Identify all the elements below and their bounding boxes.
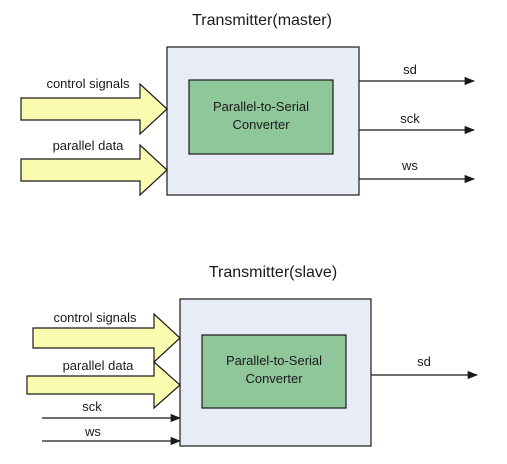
master-parallel-data-arrow (20, 143, 168, 197)
slave-sd-label: sd (417, 354, 431, 369)
slave-sck-label: sck (82, 399, 102, 414)
slave-section: Transmitter(slave) Parallel-to-Serial Co… (26, 264, 479, 447)
master-converter-line2: Converter (232, 117, 290, 132)
slave-converter-box (201, 334, 347, 409)
slave-title: Transmitter(slave) (209, 264, 337, 281)
master-sd-label: sd (403, 62, 417, 77)
master-title: Transmitter(master) (192, 12, 332, 29)
slave-converter-line1: Parallel-to-Serial (226, 353, 322, 368)
master-control-signals-label: control signals (46, 76, 130, 91)
slave-parallel-data-arrow (26, 360, 181, 410)
master-converter-line1: Parallel-to-Serial (213, 99, 309, 114)
master-section: Transmitter(master) Parallel-to-Serial C… (20, 12, 476, 197)
slave-control-signals-arrow (32, 312, 181, 364)
master-converter-box (188, 79, 334, 155)
slave-converter-line2: Converter (245, 371, 303, 386)
master-sck-label: sck (400, 111, 420, 126)
master-parallel-data-label: parallel data (53, 138, 125, 153)
slave-ws-label: ws (84, 424, 101, 439)
master-ws-label: ws (401, 158, 418, 173)
master-control-signals-arrow (20, 82, 168, 136)
slave-control-signals-label: control signals (53, 310, 137, 325)
slave-parallel-data-label: parallel data (63, 358, 135, 373)
